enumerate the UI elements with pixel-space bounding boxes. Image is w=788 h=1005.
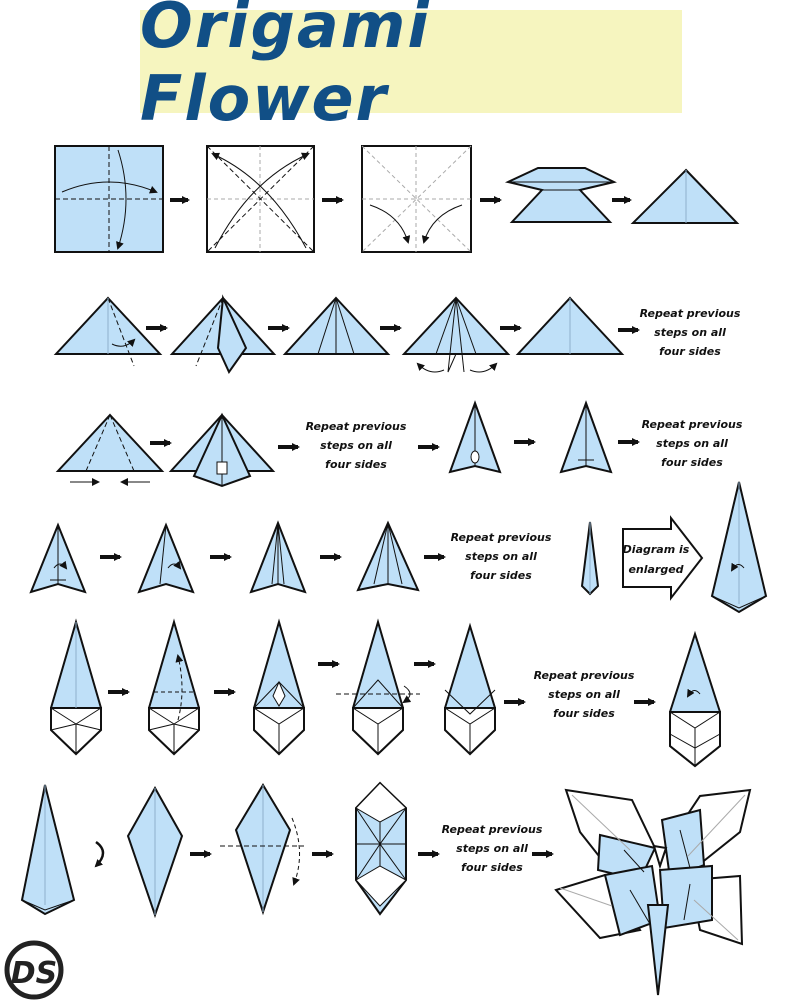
repeat-note-line: four sides (661, 456, 723, 469)
repeat-note: Repeat previous steps on all four sides (451, 531, 552, 582)
step-18-kite (356, 520, 420, 592)
step-14-kite (559, 400, 613, 474)
enlarged-note-line: enlarged (628, 563, 683, 576)
step-1-square (54, 145, 164, 253)
step-21-petal (50, 618, 102, 756)
step-6-triangle (53, 296, 163, 367)
step-17-kite (249, 520, 307, 594)
repeat-note: Repeat previous steps on all four sides (442, 823, 543, 874)
step-9-triangle (401, 296, 511, 373)
step-22-petal (148, 618, 200, 756)
step-24-petal (336, 618, 420, 756)
page-title: Origami Flower (140, 0, 431, 135)
step-11-triangle (55, 413, 165, 486)
step-13-kite (448, 400, 502, 474)
repeat-note-line: Repeat previous (640, 307, 741, 320)
enlarged-note-line: Diagram is (623, 543, 690, 556)
step-10-triangle (515, 296, 625, 355)
step-5-triangle (630, 168, 740, 224)
repeat-note-line: steps on all (654, 326, 726, 339)
repeat-note-line: steps on all (656, 437, 728, 450)
enlarged-callout: Diagram is enlarged (622, 515, 704, 601)
turn-over-icon (94, 840, 105, 868)
logo-mark: DS (11, 956, 58, 991)
title-banner: Origami Flower (140, 0, 682, 135)
repeat-note-line: four sides (470, 569, 532, 582)
repeat-note-line: Repeat previous (451, 531, 552, 544)
repeat-note-line: steps on all (456, 842, 528, 855)
repeat-note-line: steps on all (465, 550, 537, 563)
step-20-enlarged-kite (710, 481, 768, 614)
repeat-note-line: four sides (659, 345, 721, 358)
step-15-kite (29, 522, 87, 594)
step-2-square (206, 145, 315, 253)
finished-flower (554, 788, 752, 996)
step-16-kite (137, 522, 195, 594)
repeat-note-line: Repeat previous (442, 823, 543, 836)
repeat-note-line: steps on all (320, 439, 392, 452)
step-27-petal (20, 784, 76, 916)
repeat-note-line: Repeat previous (306, 420, 407, 433)
step-28-petal (126, 785, 184, 919)
step-19-thin-kite (580, 521, 600, 596)
repeat-note: Repeat previous steps on all four sides (640, 307, 741, 358)
step-26-petal (669, 630, 721, 768)
step-23-petal (253, 618, 305, 756)
repeat-note-line: four sides (553, 707, 615, 720)
step-25-petal (444, 622, 496, 756)
step-7-triangle (169, 294, 277, 374)
repeat-note-line: steps on all (548, 688, 620, 701)
step-4-collapse (504, 167, 617, 223)
repeat-note-line: Repeat previous (642, 418, 743, 431)
repeat-note: Repeat previous steps on all four sides (534, 669, 635, 720)
step-29-petal (220, 783, 304, 916)
step-3-square (361, 145, 472, 253)
step-30-folded (355, 781, 407, 916)
repeat-note-line: four sides (325, 458, 387, 471)
step-12-triangle (168, 412, 276, 488)
repeat-note-line: four sides (461, 861, 523, 874)
repeat-note: Repeat previous steps on all four sides (306, 420, 407, 471)
logo: DS (4, 940, 64, 1000)
repeat-note: Repeat previous steps on all four sides (642, 418, 743, 469)
step-8-triangle (282, 296, 391, 355)
repeat-note-line: Repeat previous (534, 669, 635, 682)
